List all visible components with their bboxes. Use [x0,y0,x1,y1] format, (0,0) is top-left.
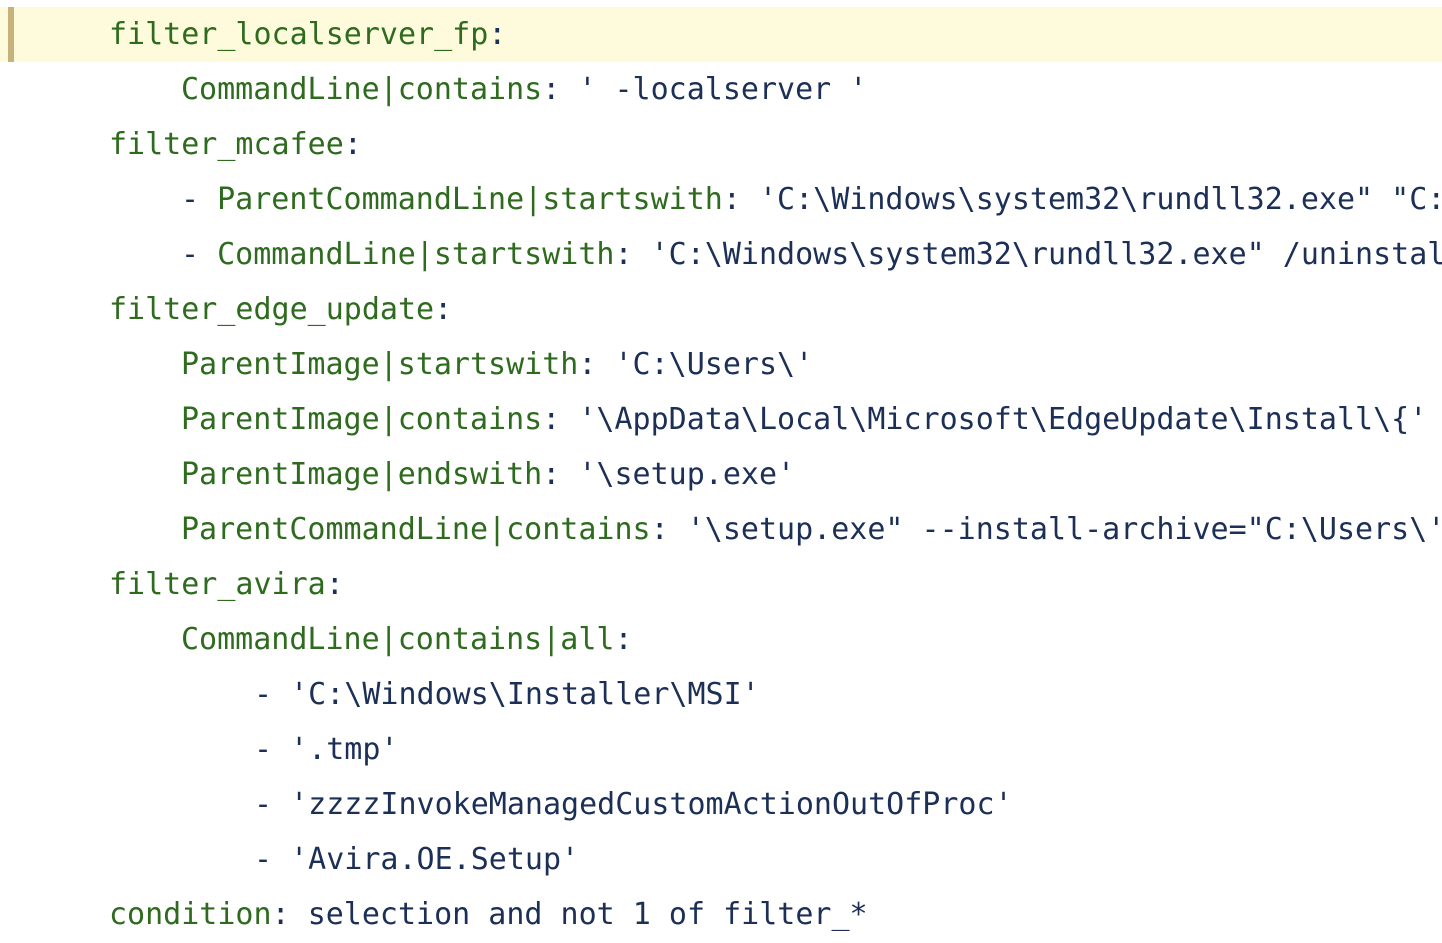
code-line-content: - '.tmp' [254,722,399,777]
code-line-content: ParentCommandLine|contains: '\setup.exe"… [181,502,1442,557]
yaml-value: 'zzzzInvokeManagedCustomActionOutOfProc' [290,787,1013,822]
code-line[interactable]: filter_avira: [0,557,1442,612]
list-dash: - [254,842,291,877]
code-line-content: filter_mcafee: [109,117,362,172]
code-line-content: - 'C:\Windows\Installer\MSI' [254,667,760,722]
yaml-key: CommandLine|startswith [217,237,615,272]
code-line-content: CommandLine|contains|all: [181,612,633,667]
code-line-content: ParentImage|endswith: '\setup.exe' [181,447,795,502]
yaml-value: '\setup.exe" --install-archive="C:\Users… [686,512,1442,547]
yaml-key: ParentImage|endswith [181,457,543,492]
yaml-key: filter_edge_update [109,292,435,327]
yaml-separator: : [542,72,579,107]
list-dash: - [254,732,291,767]
yaml-value: ' -localserver ' [578,72,868,107]
list-dash: - [181,237,218,272]
code-line[interactable]: ParentCommandLine|contains: '\setup.exe"… [0,502,1442,557]
yaml-value: 'C:\Windows\system32\rundll32.exe" "C: [758,182,1442,217]
yaml-separator: : [650,512,687,547]
yaml-key: CommandLine|contains|all [181,622,615,657]
yaml-key: filter_localserver_fp [109,17,489,52]
code-line[interactable]: - '.tmp' [0,722,1442,777]
yaml-key: ParentCommandLine|startswith [217,182,723,217]
yaml-separator: : [434,292,453,327]
yaml-separator: : [722,182,759,217]
code-line[interactable]: filter_mcafee: [0,117,1442,172]
code-line-content: ParentImage|startswith: 'C:\Users\' [181,337,813,392]
yaml-value: selection and not 1 of filter_* [307,897,868,932]
yaml-value: 'C:\Users\' [614,347,814,382]
yaml-key: CommandLine|contains [181,72,543,107]
yaml-value: '\setup.exe' [578,457,796,492]
code-line[interactable]: ParentImage|startswith: 'C:\Users\' [0,337,1442,392]
list-dash: - [254,787,291,822]
yaml-value: 'Avira.OE.Setup' [290,842,580,877]
code-line-content: filter_localserver_fp: [109,7,506,62]
yaml-separator: : [614,237,651,272]
code-line-content: - 'Avira.OE.Setup' [254,832,579,887]
code-line-content: - ParentCommandLine|startswith: 'C:\Wind… [181,172,1442,227]
yaml-key: ParentImage|contains [181,402,543,437]
code-editor[interactable]: filter_localserver_fp:CommandLine|contai… [0,7,1442,943]
code-line[interactable]: - ParentCommandLine|startswith: 'C:\Wind… [0,172,1442,227]
yaml-value: '\AppData\Local\Microsoft\EdgeUpdate\Ins… [578,402,1428,437]
code-line[interactable]: CommandLine|contains|all: [0,612,1442,667]
list-dash: - [254,677,291,712]
yaml-separator: : [542,402,579,437]
code-line-content: - CommandLine|startswith: 'C:\Windows\sy… [181,227,1442,282]
yaml-separator: : [542,457,579,492]
code-line[interactable]: CommandLine|contains: ' -localserver ' [0,62,1442,117]
list-dash: - [181,182,218,217]
yaml-value: 'C:\Windows\system32\rundll32.exe" /unin… [650,237,1442,272]
yaml-separator: : [343,127,362,162]
yaml-key: condition [109,897,272,932]
yaml-key: ParentImage|startswith [181,347,579,382]
yaml-value: 'C:\Windows\Installer\MSI' [290,677,760,712]
code-line[interactable]: - CommandLine|startswith: 'C:\Windows\sy… [0,227,1442,282]
yaml-separator: : [325,567,344,602]
code-line-content: ParentImage|contains: '\AppData\Local\Mi… [181,392,1427,447]
code-line[interactable]: - 'zzzzInvokeManagedCustomActionOutOfPro… [0,777,1442,832]
code-line-content: filter_avira: [109,557,344,612]
yaml-key: filter_mcafee [109,127,344,162]
yaml-separator: : [271,897,308,932]
yaml-separator: : [614,622,633,657]
yaml-separator: : [488,17,507,52]
yaml-key: filter_avira [109,567,326,602]
code-line[interactable]: condition: selection and not 1 of filter… [0,887,1442,942]
yaml-value: '.tmp' [290,732,399,767]
code-line-content: - 'zzzzInvokeManagedCustomActionOutOfPro… [254,777,1013,832]
yaml-key: ParentCommandLine|contains [181,512,651,547]
code-line[interactable]: filter_localserver_fp: [0,7,1442,62]
code-line[interactable]: - 'C:\Windows\Installer\MSI' [0,667,1442,722]
code-line[interactable]: ParentImage|endswith: '\setup.exe' [0,447,1442,502]
code-line[interactable]: ParentImage|contains: '\AppData\Local\Mi… [0,392,1442,447]
yaml-separator: : [578,347,615,382]
code-line-content: CommandLine|contains: ' -localserver ' [181,62,867,117]
code-line[interactable]: filter_edge_update: [0,282,1442,337]
code-line[interactable]: - 'Avira.OE.Setup' [0,832,1442,887]
code-line-content: condition: selection and not 1 of filter… [109,887,868,942]
code-line-content: filter_edge_update: [109,282,452,337]
